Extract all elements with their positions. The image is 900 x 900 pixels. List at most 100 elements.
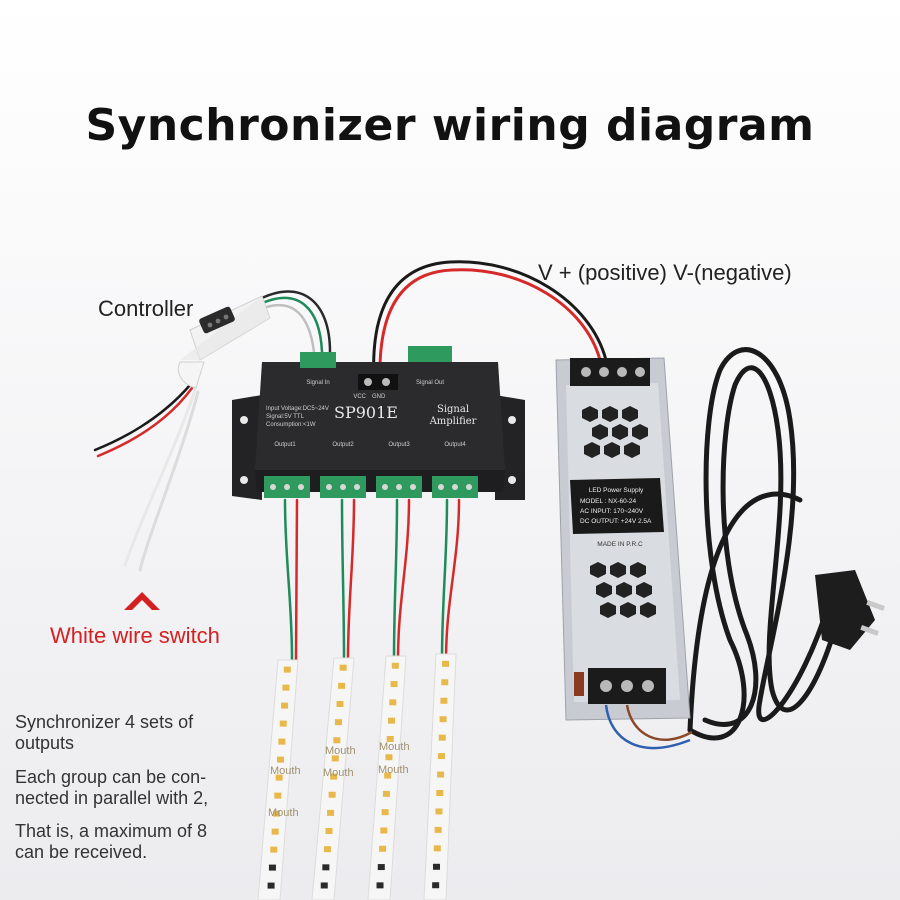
led-chip <box>320 882 328 889</box>
strip-mark: Mouth <box>323 767 354 779</box>
led-chip <box>275 774 283 781</box>
strip-mark: Mouth <box>378 764 409 776</box>
led-chip <box>336 700 344 707</box>
led-chip <box>440 697 448 704</box>
led-chip <box>282 684 290 691</box>
led-chip <box>330 773 338 780</box>
led-chip <box>439 716 447 723</box>
led-chip <box>380 827 388 834</box>
led-chip <box>389 699 397 706</box>
led-chip <box>432 863 440 870</box>
device-vcc: VCC <box>353 394 366 400</box>
led-chip <box>274 792 282 799</box>
up-arrow-icon <box>124 592 160 610</box>
led-chip <box>279 720 287 727</box>
psu-heading: LED Power Supply <box>589 487 644 494</box>
led-chip <box>435 808 443 815</box>
device-signal-in: Signal In <box>306 380 329 386</box>
led-chip <box>268 864 276 871</box>
sp901e-device: SP901E Signal Amplifier VCC GND Signal I… <box>232 346 525 500</box>
controller-wires <box>93 290 332 572</box>
plug <box>815 570 885 650</box>
controller <box>177 295 271 389</box>
power-cord <box>687 347 843 741</box>
outputs-note-line-2: outputs <box>15 733 75 753</box>
led-chip <box>381 809 389 816</box>
parallel-note-line-2: nected in parallel with 2, <box>15 788 209 808</box>
outputs-note-line-1: Synchronizer 4 sets of <box>15 712 194 732</box>
strip-mark: Mouth <box>268 807 299 819</box>
device-spec-1: Input Voltage:DC5~24V <box>266 406 329 412</box>
led-chip <box>277 756 285 763</box>
led-chip <box>379 845 387 852</box>
led-chip <box>438 734 446 741</box>
led-chip <box>391 662 399 669</box>
device-spec-2: Signal:5V TTL <box>266 414 305 420</box>
led-chip <box>331 755 339 762</box>
led-chip <box>339 664 347 671</box>
controller-label: Controller <box>98 296 194 321</box>
strip-mark: Mouth <box>379 741 410 753</box>
device-signal-out: Signal Out <box>416 380 444 386</box>
led-chip <box>437 771 445 778</box>
psu-dc-output: DC OUTPUT: +24V 2.5A <box>580 518 652 525</box>
led-chip <box>338 682 346 689</box>
parallel-note-line-1: Each group can be con- <box>15 767 207 787</box>
led-chip <box>278 738 286 745</box>
led-chip <box>323 846 331 853</box>
led-chip <box>432 882 440 889</box>
white-wire-switch-label: White wire switch <box>50 623 220 648</box>
led-chip <box>442 660 450 667</box>
led-chip <box>434 826 442 833</box>
led-chip <box>433 845 441 852</box>
power-wires <box>372 260 608 382</box>
device-output-3: Output3 <box>388 442 410 448</box>
led-chip <box>281 702 289 709</box>
output-wires <box>283 498 461 662</box>
led-chip <box>376 882 384 889</box>
led-chip <box>325 828 333 835</box>
led-chip <box>327 809 335 816</box>
device-spec-3: Consumption:<1W <box>266 422 316 428</box>
psu-made-in: MADE IN P.R.C <box>597 541 643 548</box>
led-chip <box>271 828 279 835</box>
device-output-4: Output4 <box>444 442 466 448</box>
led-chip <box>270 846 278 853</box>
led-chip <box>334 719 342 726</box>
led-strips <box>257 653 457 900</box>
led-chip <box>436 789 444 796</box>
device-subtitle-2: Amplifier <box>429 416 477 427</box>
led-chip <box>322 864 330 871</box>
device-subtitle-1: Signal <box>437 404 469 415</box>
led-chip <box>386 735 394 742</box>
device-model: SP901E <box>334 403 398 422</box>
page-title: Synchronizer wiring diagram <box>85 100 815 151</box>
parallel-note: Each group can be con- nected in paralle… <box>15 767 208 809</box>
led-chip <box>384 772 392 779</box>
led-chip <box>390 681 398 688</box>
led-chip <box>328 791 336 798</box>
led-chip <box>382 790 390 797</box>
led-chip <box>272 810 280 817</box>
device-output-2: Output2 <box>332 442 354 448</box>
led-chip <box>267 882 275 889</box>
led-chip <box>385 754 393 761</box>
led-chip <box>441 679 449 686</box>
device-gnd: GND <box>372 394 386 400</box>
psu-model: MODEL : NX-60-24 <box>580 498 636 505</box>
led-chip <box>387 717 395 724</box>
max-note-line-2: can be received. <box>15 842 148 862</box>
led-chip <box>377 864 385 871</box>
led-chip <box>283 666 291 673</box>
strip-mark: Mouth <box>270 765 301 777</box>
max-note: That is, a maximum of 8 can be received. <box>15 821 207 863</box>
led-chip <box>437 753 445 760</box>
power-supply: LED Power Supply MODEL : NX-60-24 AC INP… <box>555 357 693 750</box>
max-note-line-1: That is, a maximum of 8 <box>15 821 208 841</box>
outputs-note: Synchronizer 4 sets of outputs <box>15 712 193 754</box>
psu-ac-input: AC INPUT: 170~240V <box>580 508 644 515</box>
strip-mark: Mouth <box>325 745 356 757</box>
led-chip <box>333 737 341 744</box>
power-polarity-label: V + (positive) V-(negative) <box>538 260 792 285</box>
